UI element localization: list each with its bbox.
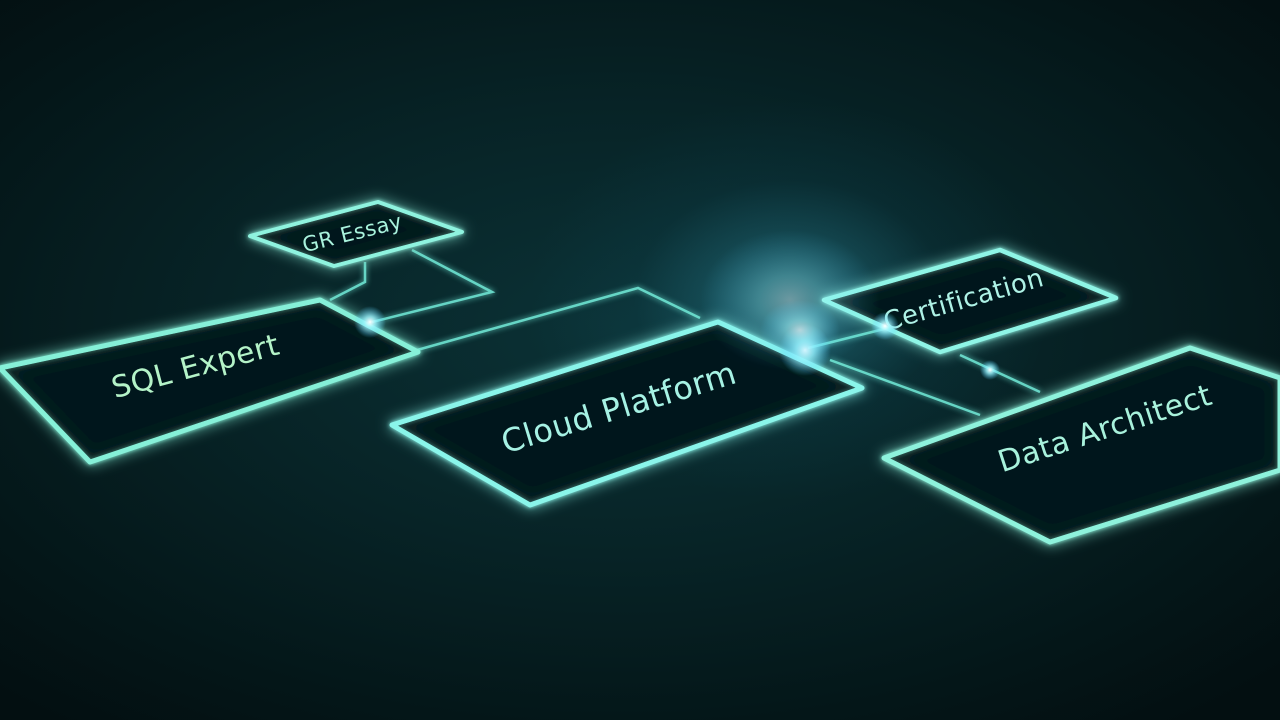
joint-sql — [354, 306, 386, 338]
node-top-small[interactable]: GR Essay — [248, 200, 464, 268]
node-data-architect-box — [881, 345, 1280, 545]
node-top-small-box — [248, 200, 464, 268]
node-sql-expert-box — [0, 297, 421, 465]
node-cloud-platform-box — [389, 319, 865, 508]
joint-cert — [871, 312, 899, 340]
node-data-architect[interactable]: Data Architect — [881, 345, 1280, 545]
connector-top-to-branch — [371, 248, 496, 324]
connector-top-to-sql — [329, 262, 367, 302]
node-sql-expert[interactable]: SQL Expert — [0, 297, 421, 465]
connector-cloud-to-data — [829, 358, 981, 417]
connector-cert-to-data — [959, 353, 1041, 394]
joint-data — [980, 360, 1000, 380]
connector-sql-to-cloud — [409, 286, 701, 354]
light-flare — [700, 230, 880, 370]
